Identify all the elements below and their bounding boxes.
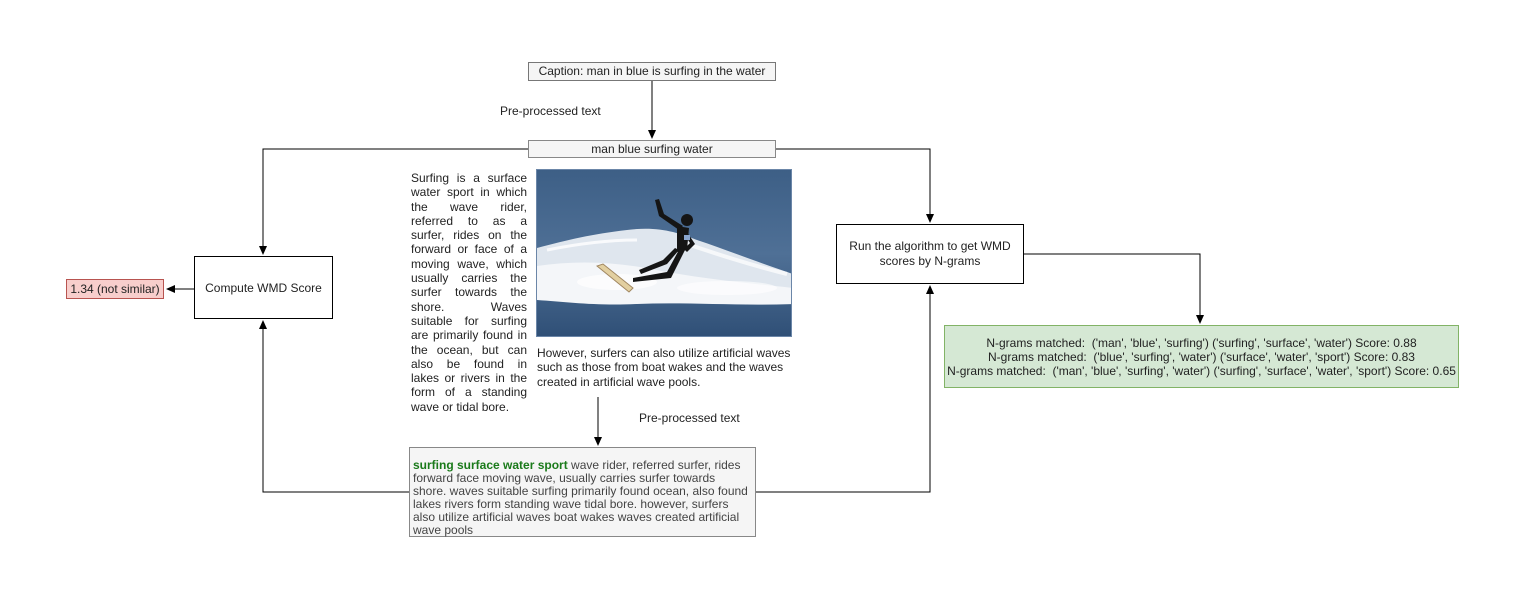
ngram-line: N-grams matched: ('man', 'blue', 'surfin… [986, 336, 1416, 350]
document-text: Surfing is a surface water sport in whic… [411, 171, 527, 414]
compute-wmd-label: Compute WMD Score [205, 281, 322, 295]
arrow-algorithm-to-ngrams [1024, 254, 1200, 323]
caption-box: Caption: man in blue is surfing in the w… [528, 62, 776, 81]
result-box: 1.34 (not similar) [66, 279, 164, 299]
processed-highlight: surfing surface water sport [413, 458, 568, 472]
preprocessed-label-top: Pre-processed text [500, 104, 601, 118]
ngram-line: N-grams matched: ('blue', 'surfing', 'wa… [988, 350, 1415, 364]
surfer-photo-icon [537, 170, 792, 337]
arrow-preprocessed-to-algorithm [776, 149, 930, 222]
surfer-photo [536, 169, 792, 337]
ngram-results-box: N-grams matched: ('man', 'blue', 'surfin… [944, 325, 1459, 388]
algorithm-label: Run the algorithm to get WMD scores by N… [849, 239, 1011, 269]
algorithm-box: Run the algorithm to get WMD scores by N… [836, 224, 1024, 284]
document-text-continued: However, surfers can also utilize artifi… [537, 346, 797, 389]
preprocessed-caption-box: man blue surfing water [528, 140, 776, 158]
processed-document-box: surfing surface water sport wave rider, … [409, 447, 756, 537]
compute-wmd-box: Compute WMD Score [194, 256, 333, 319]
ngram-line: N-grams matched: ('man', 'blue', 'surfin… [947, 364, 1456, 378]
arrow-processed-to-compute [263, 321, 409, 492]
preprocessed-label-bottom: Pre-processed text [639, 411, 740, 425]
